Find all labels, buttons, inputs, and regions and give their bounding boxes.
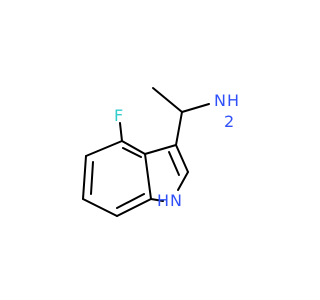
indole-n-label: N xyxy=(170,191,182,210)
indole-h-label: H xyxy=(157,191,169,210)
bond-ch-n xyxy=(181,103,210,113)
bond-c3-c2-inner xyxy=(168,151,180,176)
amine-h-label: H xyxy=(227,91,239,110)
bond-c3a-c4 xyxy=(121,140,146,155)
bond-n1-c7a xyxy=(150,198,164,202)
bond-c5-c6-inner xyxy=(90,161,94,195)
bond-c5-c6 xyxy=(82,155,87,200)
amine-label: N H 2 xyxy=(214,91,239,131)
bonds xyxy=(82,87,210,217)
bond-ch-ch3 xyxy=(152,87,183,113)
bond-c3-c2 xyxy=(175,144,189,173)
amine-n-label: N xyxy=(214,91,226,110)
bond-c4-c5 xyxy=(85,140,123,157)
bond-c3a-c4-inner xyxy=(122,147,142,158)
bond-c6-c7 xyxy=(82,198,118,217)
bond-c3a-c3 xyxy=(144,144,177,155)
bond-c4-f xyxy=(119,122,123,142)
atom-labels: F N H 2 N H xyxy=(114,91,239,210)
amine-subscript-label: 2 xyxy=(224,112,234,131)
bond-c7-c7a-inner xyxy=(116,193,145,209)
structure-drawing: F N H 2 N H xyxy=(82,87,239,217)
molecule-canvas: F N H 2 N H xyxy=(82,87,239,217)
bond-c3-ch xyxy=(175,111,183,146)
fluorine-label: F xyxy=(114,106,123,125)
bond-c7-c7a xyxy=(116,198,152,217)
indole-nh-label: N H xyxy=(157,191,182,210)
bond-c7a-c3a xyxy=(144,153,152,200)
bond-c2-n1 xyxy=(177,171,189,191)
